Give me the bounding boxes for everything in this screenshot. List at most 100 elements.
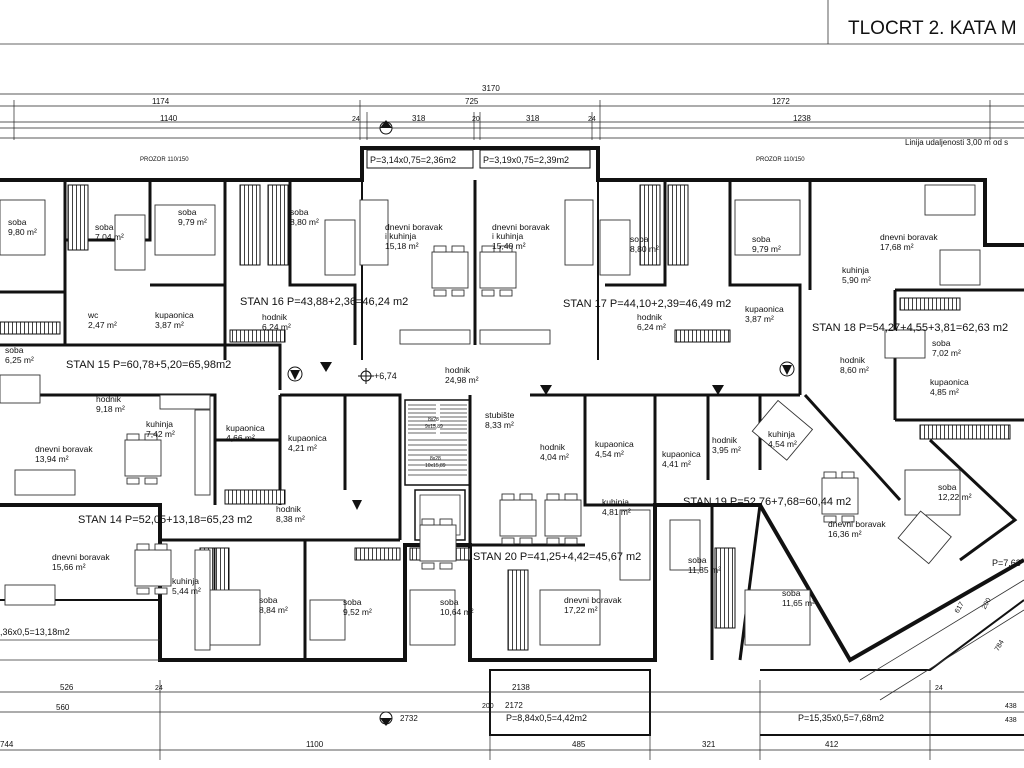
apartment-labels: STAN 14 P=52,05+13,18=65,23 m2 STAN 15 P…	[66, 296, 1008, 563]
room-area: 8,80 m²	[630, 244, 659, 254]
stair-dim-4: 10x15,89	[425, 463, 446, 469]
room-name: soba	[688, 555, 707, 565]
room-name: soba	[752, 234, 771, 244]
room-name: kupaonica	[662, 449, 701, 459]
balcony-area-4: P=15,35x0,5=7,68m2	[798, 713, 884, 723]
dim-row1-b: 725	[465, 97, 479, 106]
room-area: 24,98 m²	[445, 375, 479, 385]
room-name: dnevni boravak	[880, 232, 938, 242]
room-name: kupaonica	[226, 423, 265, 433]
stan-16-label: STAN 16 P=43,88+2,36=46,24 m2	[240, 296, 408, 308]
room-name: stubište	[485, 410, 515, 420]
dim-total: 3170	[482, 84, 500, 93]
dim-row2-f: 24	[588, 116, 596, 123]
dim-bottom-3d: 485	[572, 740, 586, 749]
dim-row2-a: 1140	[160, 114, 178, 123]
room-area: 5,44 m²	[172, 586, 201, 596]
dim-angled-2: 200	[981, 597, 993, 611]
room-area: 6,24 m²	[637, 322, 666, 332]
room-name: kupaonica	[930, 377, 969, 387]
room-name: wc	[87, 310, 99, 320]
stan-18-label: STAN 18 P=54,27+4,55+3,81=62,63 m2	[812, 322, 1008, 334]
distance-line-note: Linija udaljenosti 3,00 m od s	[905, 138, 1008, 147]
room-name: soba	[630, 234, 649, 244]
dim-bottom-1b: 24	[155, 685, 163, 692]
room-name: kuhinja	[172, 576, 199, 586]
dining-table-icon	[821, 477, 859, 515]
room-area: 15,18 m²	[385, 241, 419, 251]
stan-15-label: STAN 15 P=60,78+5,20=65,98m2	[66, 359, 231, 371]
room-area: 8,80 m²	[290, 217, 319, 227]
room-area: 3,95 m²	[712, 445, 741, 455]
dining-table-icon	[124, 439, 162, 477]
room-area: 9,79 m²	[752, 244, 781, 254]
balcony-labels: P=3,14x0,75=2,36m2 P=3,19x0,75=2,39m2 P=…	[0, 149, 1021, 723]
room-name: soba	[259, 595, 278, 605]
room-area: 4,21 m²	[288, 443, 317, 453]
room-name: soba	[95, 222, 114, 232]
room-name: soba	[932, 338, 951, 348]
room-area: 17,22 m²	[564, 605, 598, 615]
room-name: kuhinja	[146, 419, 173, 429]
dim-bottom-2c: 2172	[505, 701, 523, 710]
dining-table-icon	[479, 251, 517, 289]
room-area: 9,18 m²	[96, 404, 125, 414]
room-name: dnevni boravak	[52, 552, 110, 562]
dining-table-icon	[431, 251, 469, 289]
room-name: soba	[938, 482, 957, 492]
room-name: hodnik	[96, 394, 122, 404]
window-note-left: PROZOR 110/150	[140, 157, 189, 163]
dining-table-icon	[544, 499, 582, 537]
balcony-area-2: P=3,19x0,75=2,39m2	[483, 155, 569, 165]
dining-table-icon	[419, 524, 457, 562]
room-area: 11,65 m²	[782, 598, 815, 608]
room-name: hodnik	[712, 435, 738, 445]
dimension-lines-bottom: 526 24 2138 24 438 560 200 2172 438 744 …	[0, 597, 1024, 760]
room-name: kupaonica	[288, 433, 327, 443]
room-name: soba	[343, 597, 362, 607]
dining-table-icon	[499, 499, 537, 537]
furniture	[0, 184, 981, 651]
balcony-area-1: P=3,14x0,75=2,36m2	[370, 155, 456, 165]
room-name: kupaonica	[595, 439, 634, 449]
dim-row2-c: 318	[412, 114, 426, 123]
dim-row2-b: 24	[352, 116, 360, 123]
dim-bottom-1a: 526	[60, 683, 74, 692]
elevation-label: +6,74	[374, 371, 397, 381]
dim-angled-3: 784	[994, 639, 1006, 653]
room-area: 4,04 m²	[540, 452, 569, 462]
dining-tables	[124, 245, 859, 595]
stair-dim-3: 8x28	[430, 456, 441, 462]
room-name: soba	[178, 207, 197, 217]
room-area: 9,79 m²	[178, 217, 207, 227]
dim-row2-d: 20	[472, 116, 480, 123]
room-name: dnevni boravak	[564, 595, 622, 605]
room-area: 2,47 m²	[88, 320, 117, 330]
room-name: dnevni boravak	[35, 444, 93, 454]
room-area: 16,36 m²	[828, 529, 862, 539]
room-area: 4,41 m²	[662, 459, 691, 469]
room-area: 15,66 m²	[52, 562, 86, 572]
room-area: 7,04 m²	[95, 232, 124, 242]
room-name: kuhinja	[602, 497, 629, 507]
room-name: soba	[5, 345, 24, 355]
room-area: 7,02 m²	[932, 348, 961, 358]
room-area: 11,85 m²	[688, 565, 721, 575]
dim-row2-g: 1238	[793, 114, 811, 123]
room-name: hodnik	[540, 442, 566, 452]
room-name: kuhinja	[842, 265, 869, 275]
window-note-right: PROZOR 110/150	[756, 157, 805, 163]
room-name: kupaonica	[745, 304, 784, 314]
dim-bottom-1d: 24	[935, 685, 943, 692]
balcony-area-3: P=8,84x0,5=4,42m2	[506, 713, 587, 723]
room-area: 7,42 m²	[146, 429, 175, 439]
room-area: 6,25 m²	[5, 355, 34, 365]
room-area: 4,66 m²	[226, 433, 255, 443]
room-area: 8,84 m²	[259, 605, 288, 615]
dim-bottom-3b: 2732	[400, 714, 418, 723]
dim-row2-e: 318	[526, 114, 540, 123]
room-name: hodnik	[840, 355, 866, 365]
dim-bottom-3c: 1100	[306, 740, 324, 749]
